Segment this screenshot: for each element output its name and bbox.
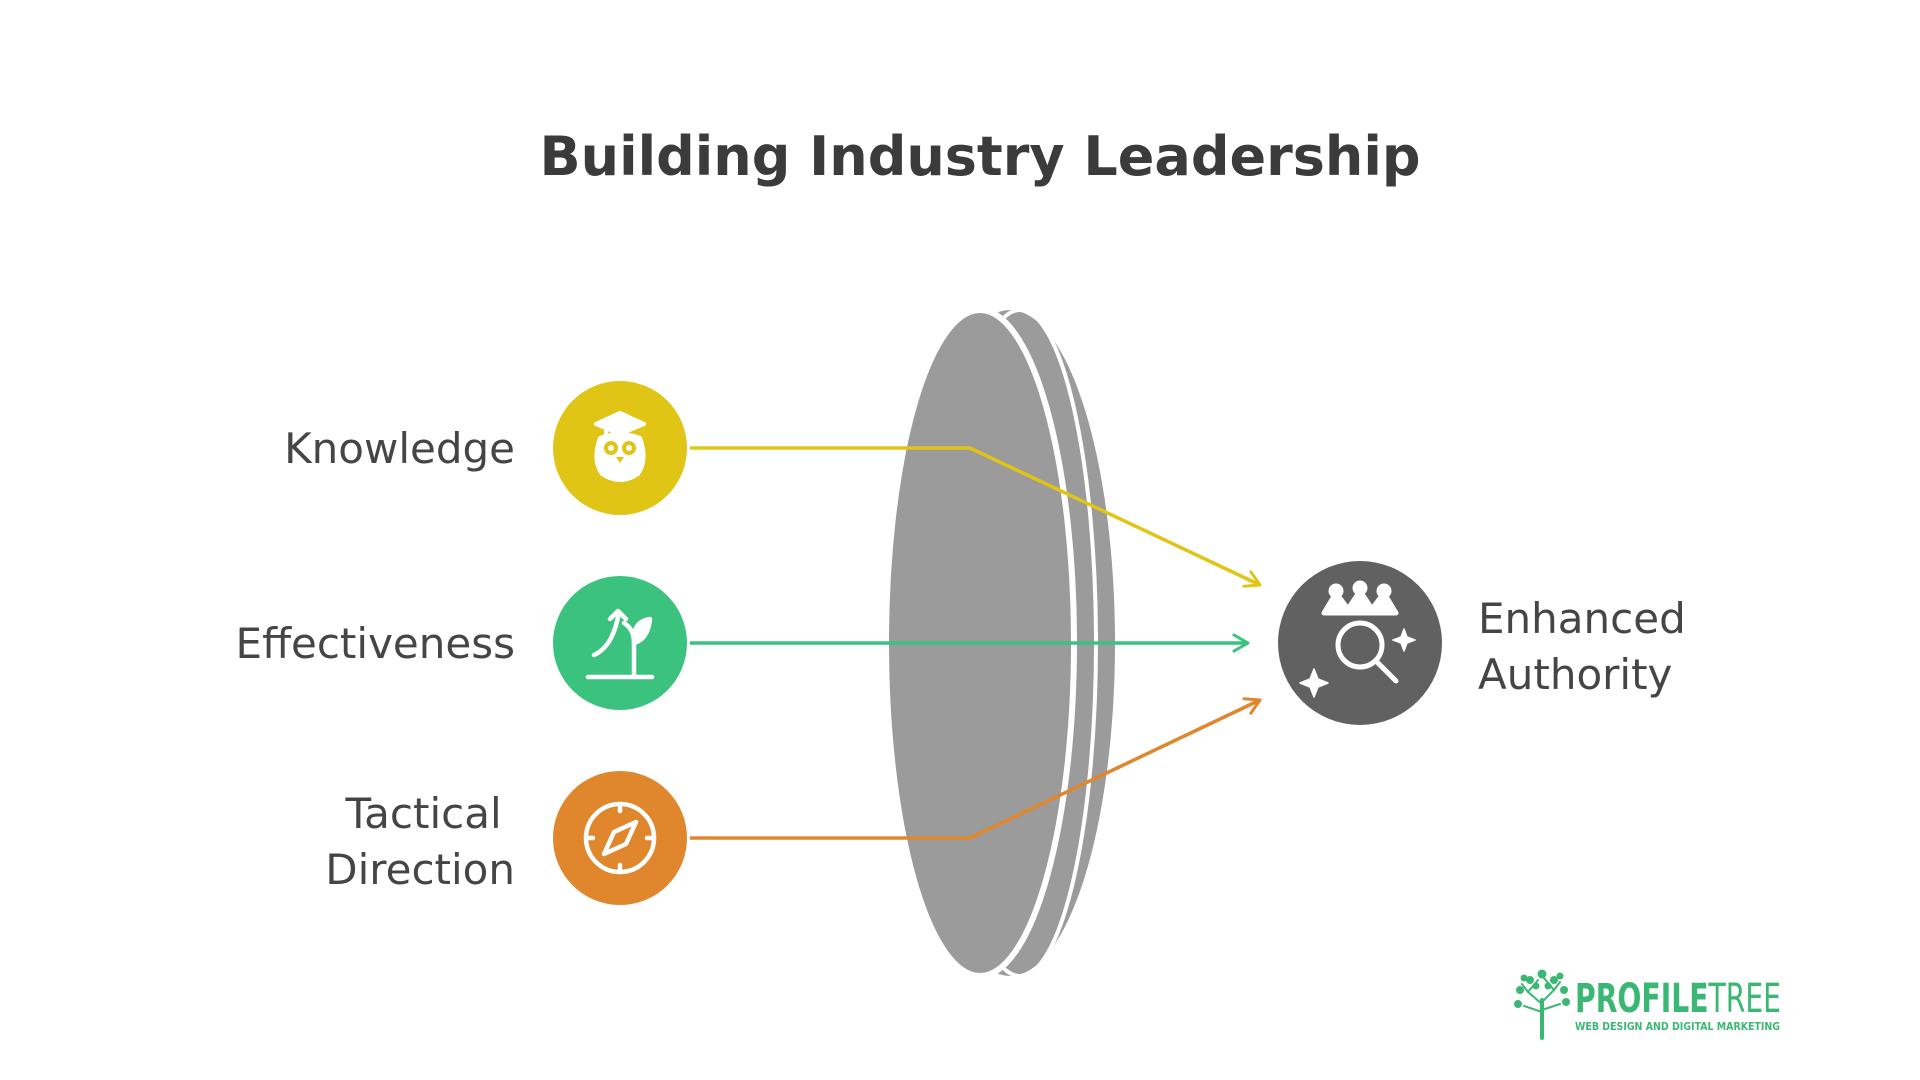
diagram-title: Building Industry Leadership: [539, 125, 1420, 188]
logo-name-light: TREE: [1708, 976, 1781, 1022]
input-tactical-direction: Tactical Direction: [325, 771, 687, 905]
connector-tactical-direction: [690, 697, 1262, 840]
output-enhanced-authority: Enhanced Authority: [1278, 561, 1699, 725]
growing-plant-arrow-icon: [585, 608, 655, 680]
tactical-direction-label: Tactical Direction: [325, 789, 515, 894]
effectiveness-node-circle: [553, 576, 687, 710]
profiletree-logo: PROFILETREE WEB DESIGN AND DIGITAL MARKE…: [1514, 969, 1781, 1040]
tree-logo-icon: [1514, 969, 1570, 1040]
logo-tagline: WEB DESIGN AND DIGITAL MARKETING: [1575, 1021, 1780, 1033]
owl-graduation-cap-icon: [594, 411, 646, 482]
effectiveness-label: Effectiveness: [236, 619, 515, 668]
connector-knowledge: [690, 446, 1262, 588]
input-effectiveness: Effectiveness: [236, 576, 687, 710]
input-knowledge: Knowledge: [284, 381, 687, 515]
logo-wordmark: PROFILETREE: [1575, 976, 1781, 1022]
output-label: Enhanced Authority: [1478, 594, 1699, 699]
tactical-direction-node-circle: [553, 771, 687, 905]
compass-icon: [583, 801, 657, 875]
crown-magnifier-icon: [1299, 580, 1416, 698]
knowledge-label: Knowledge: [284, 424, 515, 473]
logo-name-bold: PROFILE: [1575, 976, 1708, 1022]
